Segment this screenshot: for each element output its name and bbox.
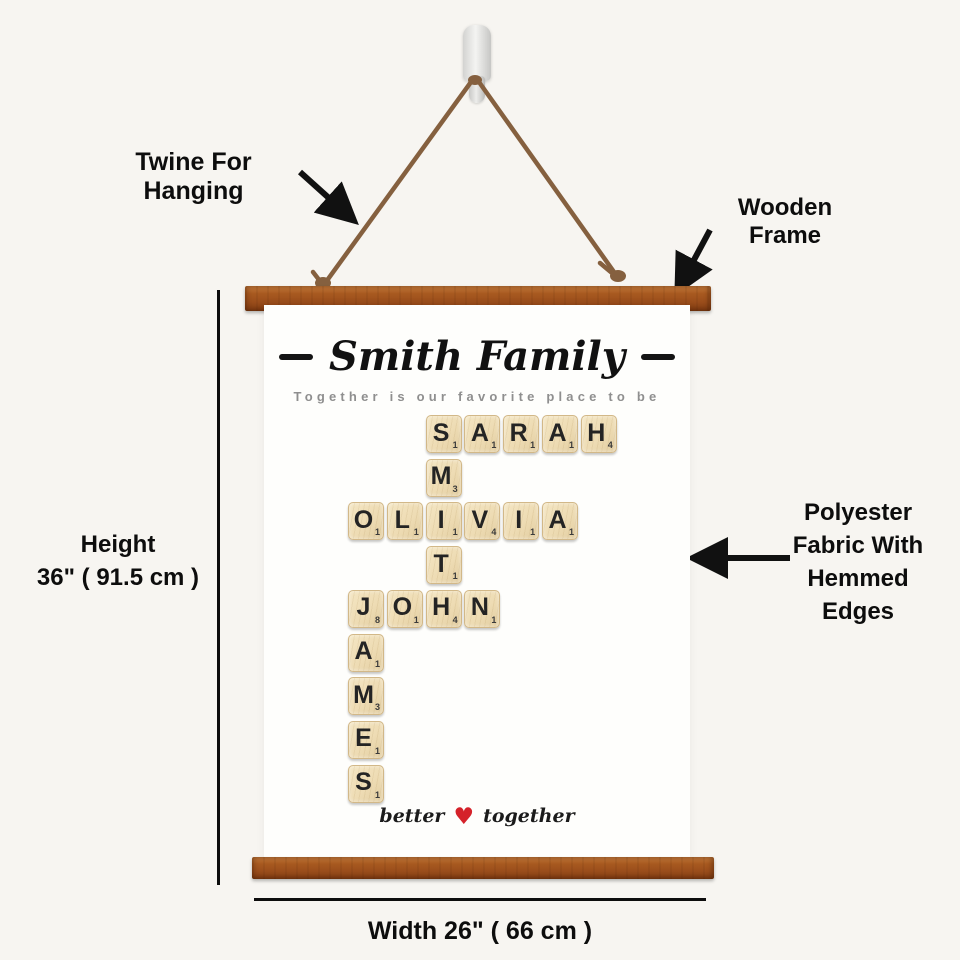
tile-point-value: 1 [374, 745, 380, 756]
tile-letter: I [515, 505, 523, 534]
fabric-label-line-1: Polyester [803, 499, 913, 526]
tile-point-value: 1 [452, 527, 458, 538]
tile-letter: O [392, 593, 413, 622]
tile-letter: H [587, 418, 606, 447]
frame-label: Wooden Frame [737, 194, 833, 249]
twine-left-strand [320, 79, 474, 289]
tile-point-value: 8 [374, 614, 380, 625]
tile-letter: H [432, 593, 451, 622]
tile-letter: A [548, 505, 567, 534]
tile-point-value: 3 [374, 702, 380, 713]
bottom-wood-bar [252, 857, 714, 879]
twine-knot-right [610, 270, 626, 282]
tile-letter: M [430, 462, 452, 491]
banner-subtitle: Together is our favorite place to be [293, 389, 661, 404]
footer-word-left: better [379, 805, 445, 827]
tile-letter: M [353, 680, 374, 709]
banner-title: Smith Family [329, 333, 625, 380]
tile-letter: T [433, 549, 449, 578]
twine-knot-tails [310, 260, 621, 288]
heart-icon: ♥ [453, 802, 475, 830]
tile-point-value: 4 [452, 614, 458, 625]
tile-letter: L [394, 505, 410, 534]
height-label: Height 36" ( 91.5 cm ) [12, 528, 224, 594]
tile-letter: E [355, 724, 372, 753]
tile-point-value: 1 [452, 440, 458, 450]
tile-point-value: 1 [568, 527, 574, 538]
tile-letter: S [432, 418, 450, 447]
width-dimension-line [254, 898, 706, 901]
tile-point-value: 1 [530, 440, 536, 450]
title-dash-right [640, 353, 675, 360]
wall-hook-tip [469, 76, 485, 103]
tile-letter: R [509, 418, 528, 447]
tile-letter: S [355, 768, 372, 797]
fabric-label-line-2: Fabric With [792, 532, 924, 559]
width-label: Width 26" ( 66 cm ) [367, 917, 593, 945]
tile-letter: O [353, 505, 374, 534]
tile-letter: A [354, 637, 373, 665]
twine-label: Twine For Hanging [135, 148, 252, 205]
tile-point-value: 1 [568, 440, 574, 450]
footer-word-right: together [483, 805, 575, 827]
tile-point-value: 1 [491, 614, 497, 625]
title-dash-left [279, 353, 313, 360]
tile-letter: V [471, 505, 489, 534]
twine-right-strand [476, 79, 622, 282]
twine-callout-arrow [297, 169, 359, 226]
tile-letter: I [437, 505, 445, 534]
tile-point-value: 3 [452, 483, 458, 494]
height-title: Height [80, 531, 156, 558]
tile-letter: N [470, 593, 489, 622]
fabric-label-line-3: Hemmed [807, 565, 909, 592]
banner-footer: better ♥ together [264, 802, 690, 830]
tile-point-value: 1 [413, 527, 419, 538]
tile-point-value: 1 [374, 658, 380, 669]
tile-point-value: 4 [607, 440, 613, 450]
height-value: 36" ( 91.5 cm ) [36, 564, 200, 591]
tile-point-value: 4 [491, 527, 497, 538]
tile-letter: A [470, 418, 489, 447]
tile-point-value: 1 [530, 527, 536, 538]
tile-point-value: 1 [452, 571, 458, 582]
wall-hook [463, 25, 491, 81]
fabric-label: Polyester Fabric With Hemmed Edges [773, 496, 943, 628]
fabric-banner: Smith Family Together is our favorite pl… [264, 305, 690, 858]
banner-title-row: Smith Family [264, 333, 690, 380]
fabric-label-line-4: Edges [821, 598, 895, 625]
height-dimension-line [217, 290, 220, 885]
tile-point-value: 1 [374, 527, 380, 538]
tile-letter: J [356, 593, 371, 622]
tile-point-value: 1 [413, 614, 419, 625]
tile-point-value: 1 [374, 789, 380, 800]
tile-point-value: 1 [491, 440, 497, 450]
tile-letter: A [548, 418, 567, 447]
